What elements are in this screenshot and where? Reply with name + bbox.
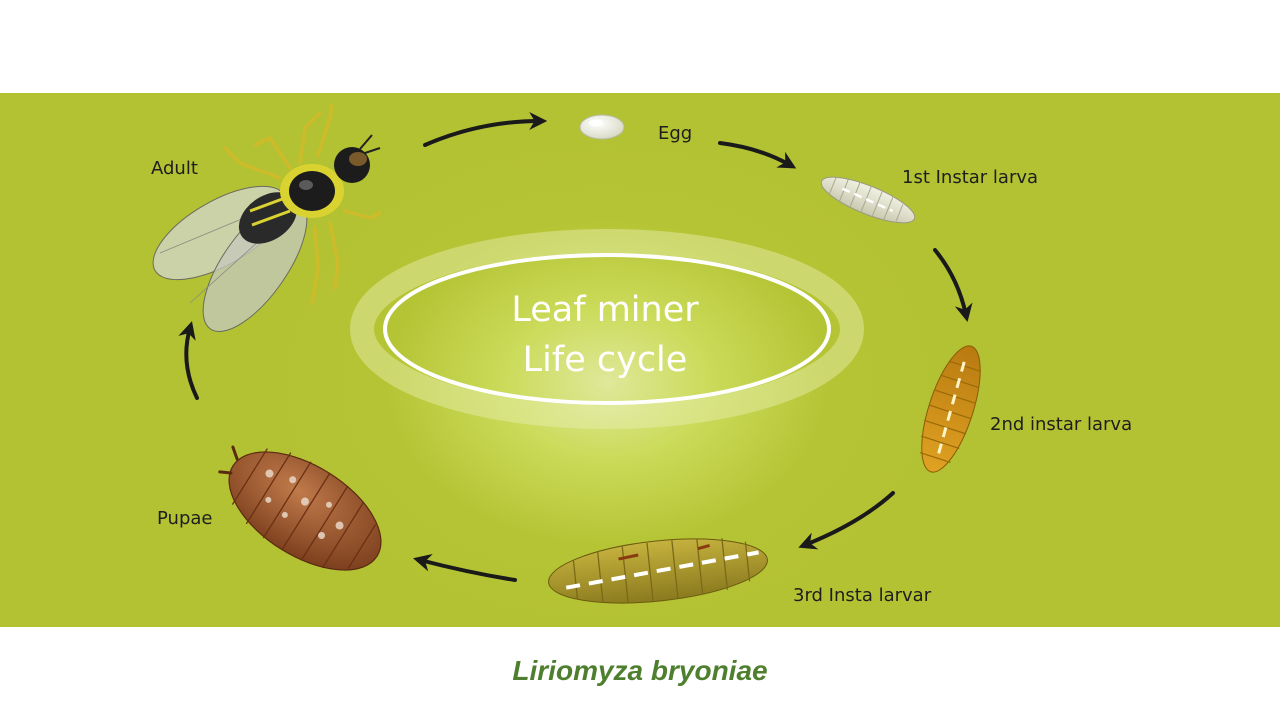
species-caption: Liriomyza bryoniae bbox=[512, 655, 768, 686]
adult-fly-illustration bbox=[152, 103, 382, 332]
life-cycle-panel: Leaf miner Life cycle Adult Egg 1st Inst… bbox=[0, 93, 1280, 627]
stage-label-egg: Egg bbox=[658, 123, 693, 144]
stage-label-instar2: 2nd instar larva bbox=[990, 414, 1133, 435]
diagram-title: Leaf miner Life cycle bbox=[440, 285, 770, 385]
life-cycle-illustration bbox=[152, 103, 981, 604]
instar1-larva-illustration bbox=[820, 176, 916, 224]
instar2-larva-illustration bbox=[919, 345, 981, 473]
stage-label-instar1: 1st Instar larva bbox=[902, 167, 1039, 188]
egg-illustration bbox=[579, 114, 625, 140]
arrow-instar1-to-instar2 bbox=[933, 248, 973, 323]
cycle-arrows bbox=[178, 112, 973, 582]
title-line-1: Leaf miner bbox=[511, 290, 699, 330]
instar3-larva-illustration bbox=[548, 538, 768, 604]
arrow-instar2-to-instar3 bbox=[798, 491, 895, 550]
stage-label-instar3: 3rd Insta larvar bbox=[793, 585, 932, 606]
title-line-2: Life cycle bbox=[522, 340, 688, 380]
pupa-illustration bbox=[218, 445, 382, 571]
arrow-pupae-to-adult bbox=[178, 321, 199, 400]
stage-label-pupae: Pupae bbox=[157, 508, 213, 529]
arrow-adult-to-egg bbox=[423, 112, 548, 147]
arrow-egg-to-instar1 bbox=[718, 141, 797, 169]
title-ellipse bbox=[350, 229, 864, 429]
stage-label-adult: Adult bbox=[151, 158, 198, 179]
arrow-instar3-to-pupae bbox=[413, 554, 517, 582]
